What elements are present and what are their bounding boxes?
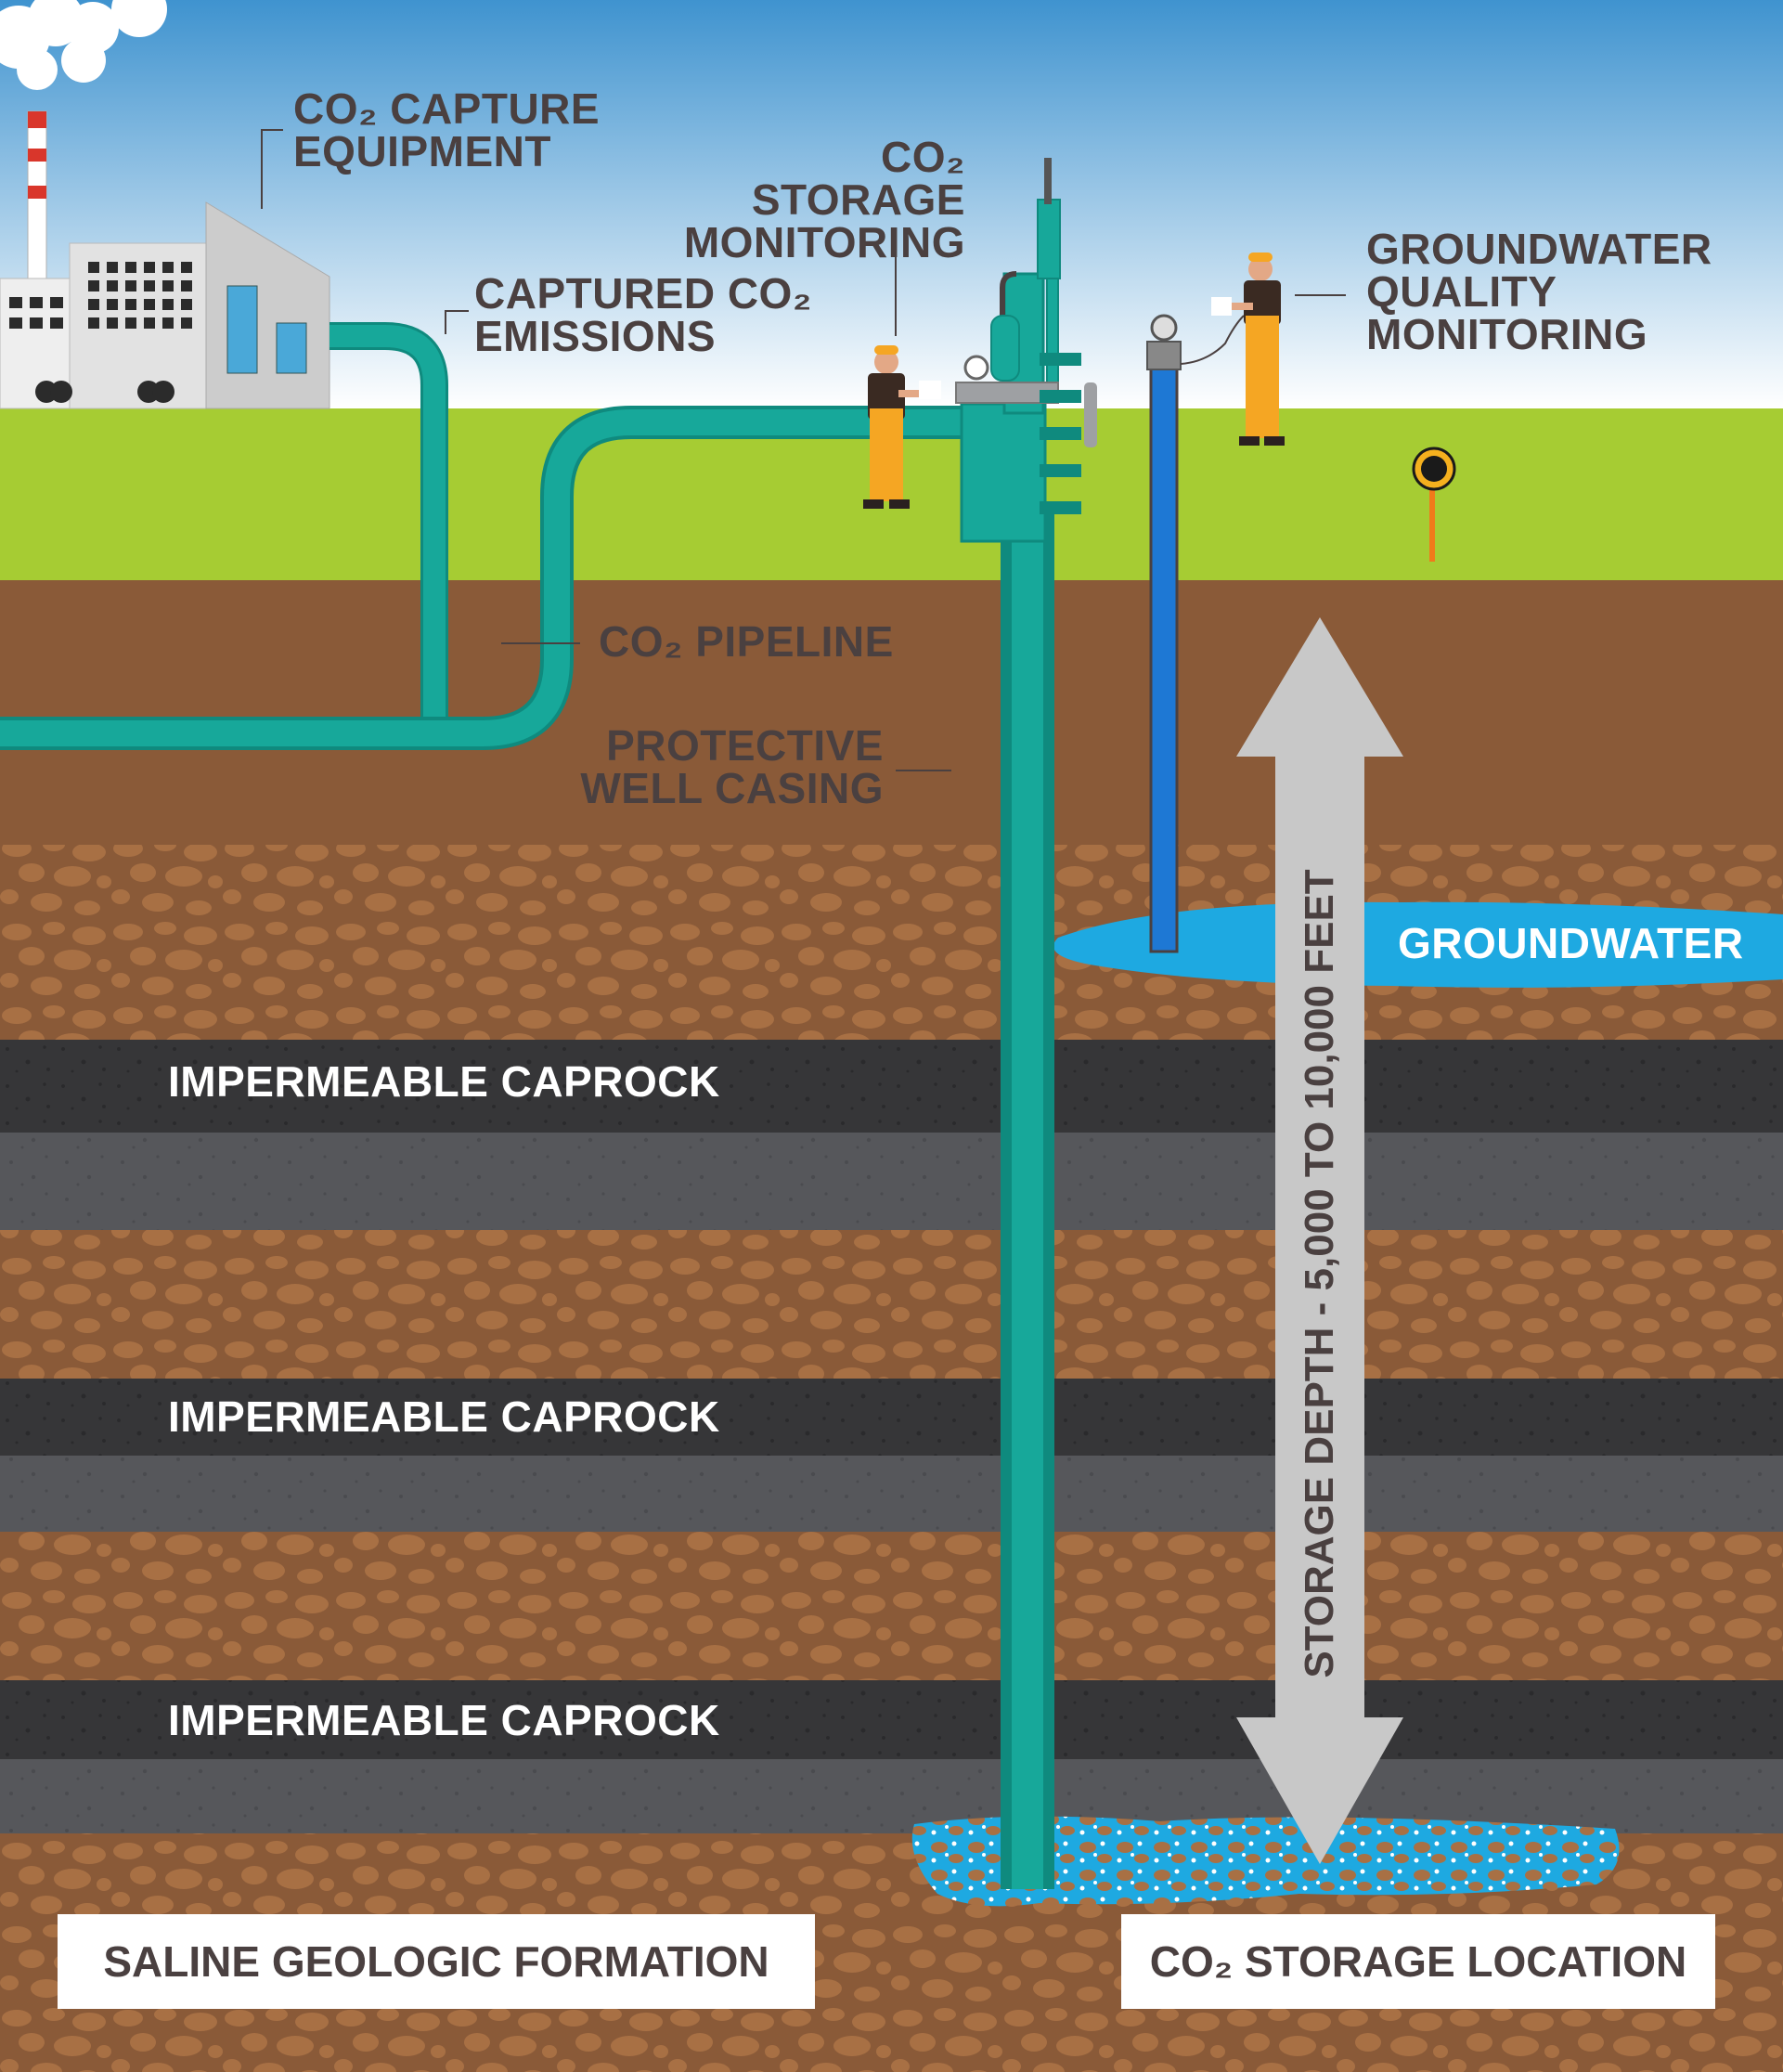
caprock-layer-3-dark [0,1680,1783,1759]
storage-monitoring-line1: CO₂ STORAGE [751,133,965,224]
caprock-1-text: IMPERMEABLE CAPROCK [168,1057,720,1106]
storage-depth-label: STORAGE DEPTH - 5,000 TO 10,000 FEET [1297,869,1342,1678]
caprock-layer-1-dark [0,1040,1783,1133]
co2-storage-zone [911,1816,1620,1907]
groundwater-monitoring-worker [1211,253,1285,446]
groundwater-quality-monitoring-label: GROUNDWATER QUALITY MONITORING [1366,227,1712,356]
caprock-2-text: IMPERMEABLE CAPROCK [168,1392,720,1441]
caprock-layer-2-dark [0,1379,1783,1456]
caprock-3-text: IMPERMEABLE CAPROCK [168,1696,720,1744]
captured-label-line2: EMISSIONS [474,312,717,360]
caprock-label-2: IMPERMEABLE CAPROCK [168,1395,720,1438]
co2-storage-location-label: CO₂ STORAGE LOCATION [1121,1914,1715,2009]
capture-label-line2: EQUIPMENT [293,127,551,175]
captured-label-line1: CAPTURED CO₂ [474,269,812,317]
caprock-layer-3-light [0,1759,1783,1833]
storage-monitoring-worker [863,345,941,509]
co2-pipeline-label: CO₂ PIPELINE [599,620,894,663]
caprock-label-1: IMPERMEABLE CAPROCK [168,1060,720,1103]
monitoring-sensor-post [1412,447,1456,562]
groundwater-aquifer [1053,901,1783,988]
saline-geologic-formation-label: SALINE GEOLOGIC FORMATION [58,1914,815,2009]
groundwater-label-text: GROUNDWATER [1398,919,1744,967]
groundwater-label: GROUNDWATER [1398,922,1744,965]
gw-monitoring-line1: GROUNDWATER [1366,225,1712,273]
smoke-clouds [0,0,167,90]
casing-label-line2: WELL CASING [580,764,884,812]
soil-layer-2 [0,1230,1783,1379]
monitoring-well [1146,314,1245,953]
wellhead [955,158,1097,543]
factory [0,110,330,409]
caprock-layer-2-light [0,1456,1783,1532]
caprock-layer-1-light [0,1133,1783,1230]
co2-capture-equipment-label: CO₂ CAPTURE EQUIPMENT [293,87,600,173]
protective-well-casing-label: PROTECTIVE WELL CASING [575,724,884,809]
captured-co2-emissions-label: CAPTURED CO₂ EMISSIONS [474,272,812,357]
co2-pipeline [0,322,965,750]
caprock-label-3: IMPERMEABLE CAPROCK [168,1699,720,1742]
gw-monitoring-line2: QUALITY [1366,267,1557,316]
storage-monitoring-line2: MONITORING [683,218,965,266]
co2-storage-monitoring-label: CO₂ STORAGE MONITORING [665,136,965,264]
soil-layer-3 [0,1532,1783,1680]
leader-lines [261,129,1346,771]
gw-monitoring-line3: MONITORING [1366,310,1648,358]
topsoil-layer [0,580,1783,845]
pipeline-label-text: CO₂ PIPELINE [599,617,894,666]
casing-label-line1: PROTECTIVE [606,721,884,770]
capture-label-line1: CO₂ CAPTURE [293,84,601,133]
storage-depth-arrow [1236,617,1403,1864]
